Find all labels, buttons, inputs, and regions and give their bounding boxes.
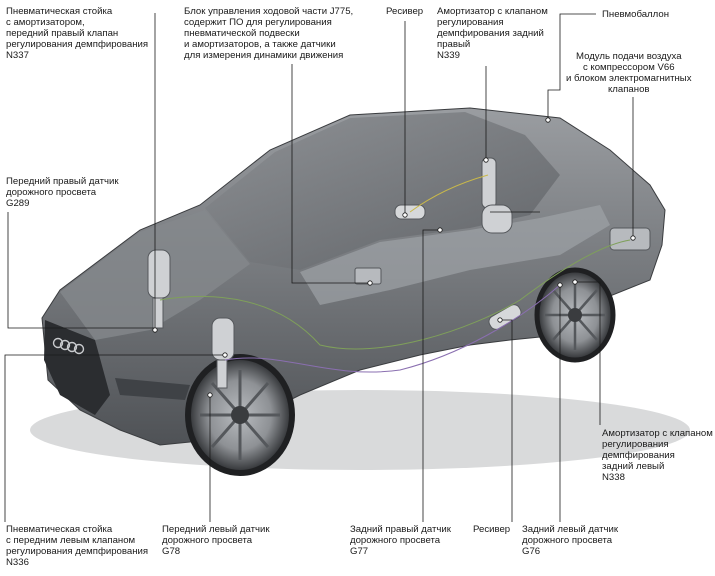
- label-front-left-height-sensor: Передний левый датчик дорожного просвета…: [162, 524, 270, 557]
- label-reservoir-top: Ресивер: [386, 6, 424, 17]
- label-reservoir-bottom: Ресивер: [473, 524, 511, 535]
- label-front-right-strut: Пневматическая стойка с амортизатором, п…: [6, 6, 149, 61]
- windshield: [205, 112, 560, 270]
- label-rear-right-height-sensor: Задний правый датчик дорожного просвета …: [350, 524, 451, 557]
- label-air-supply-module: Модуль подачи воздуха с компрессором V66…: [566, 51, 692, 95]
- label-rear-left-height-sensor: Задний левый датчик дорожного просвета G…: [522, 524, 619, 557]
- air-line-yellow: [409, 174, 489, 213]
- audi-rings: [52, 337, 85, 355]
- air-line-purple: [224, 284, 561, 373]
- leader-dots: [152, 117, 636, 398]
- label-rear-left-damper: Амортизатор с клапаном регулирования дем…: [602, 428, 713, 483]
- air-supply-module-shape: [609, 227, 651, 251]
- headlight: [115, 378, 190, 400]
- label-front-right-height-sensor: Передний правый датчик дорожного просвет…: [6, 176, 119, 209]
- leader-lines: [4, 13, 634, 522]
- rear-strut-shape: [481, 157, 513, 234]
- front-right-strut-shape: [147, 249, 171, 329]
- rear-wheel: [534, 267, 616, 363]
- label-air-spring: Пневмобаллон: [602, 9, 669, 20]
- label-front-left-strut: Пневматическая стойка с передним левым к…: [6, 524, 149, 568]
- label-chassis-control-unit: Блок управления ходовой части J775, соде…: [184, 6, 354, 61]
- air-line-green: [159, 239, 631, 350]
- front-left-strut-shape: [211, 317, 235, 389]
- front-wheel: [185, 354, 295, 476]
- label-rear-right-damper: Амортизатор с клапаном регулирования дем…: [437, 6, 548, 61]
